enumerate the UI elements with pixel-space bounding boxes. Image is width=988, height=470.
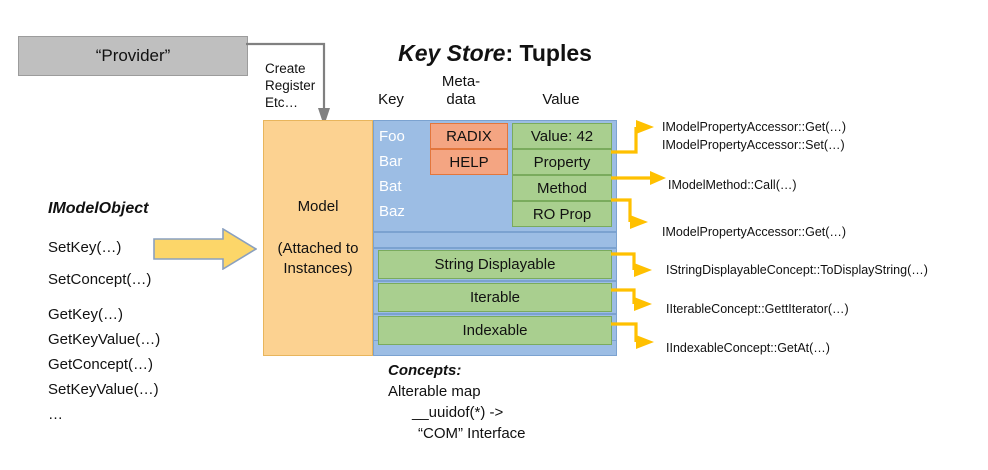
connector-line-create: Create	[265, 61, 306, 76]
column-header-metadata: Meta- data	[430, 73, 492, 109]
column-header-key: Key	[378, 91, 404, 108]
tuple-metadata-cell: HELP	[430, 149, 508, 175]
annotation-prop-set: IModelPropertyAccessor::Set(…)	[662, 138, 845, 152]
tuple-value-cell: Property	[512, 149, 612, 175]
concepts-header: Concepts:	[388, 362, 462, 379]
annotation-method-call: IModelMethod::Call(…)	[668, 178, 797, 192]
tuple-value-cell: Value: 42	[512, 123, 612, 149]
imodelobject-to-model-arrow	[153, 228, 257, 270]
provider-box: “Provider”	[18, 36, 248, 76]
annotation-connectors	[611, 120, 666, 349]
tuple-key: Baz	[379, 203, 405, 220]
imodelobject-title: IModelObject	[48, 200, 149, 217]
annotation-indexable: IIndexableConcept::GetAt(…)	[666, 341, 830, 355]
imodelobject-method: …	[48, 406, 63, 423]
column-header-metadata-line1: Meta-	[441, 73, 481, 90]
tuple-key: Bat	[379, 178, 402, 195]
tuple-key: Foo	[379, 128, 405, 145]
imodelobject-method: GetConcept(…)	[48, 356, 154, 373]
concepts-line-uuidof: __uuidof(*) ->	[412, 404, 504, 421]
connector-line-etc: Etc…	[265, 95, 299, 110]
imodelobject-method: GetKeyValue(…)	[48, 331, 161, 348]
imodelobject-method: GetKey(…)	[48, 306, 124, 323]
tuple-concept-row: String Displayable	[378, 250, 612, 279]
page-title-rest: : Tuples	[505, 40, 592, 66]
tuple-value-cell: Method	[512, 175, 612, 201]
imodelobject-method: SetKeyValue(…)	[48, 381, 159, 398]
model-box-sub-line2: Instances)	[283, 260, 353, 277]
provider-connector-label: Create Register Etc…	[265, 60, 345, 111]
column-header-value: Value	[542, 91, 580, 108]
tuple-concept-row: Iterable	[378, 283, 612, 312]
concepts-line-com-interface: “COM” Interface	[418, 425, 526, 442]
tuple-concept-row: Indexable	[378, 316, 612, 345]
annotation-prop-get: IModelPropertyAccessor::Get(…)	[662, 120, 847, 134]
tuple-table: Foo Bar Bat Baz RADIX HELP Value: 42 Pro…	[373, 120, 617, 356]
concepts-block: Concepts: Alterable map __uuidof(*) -> “…	[388, 360, 628, 444]
connector-line-register: Register	[265, 78, 316, 93]
imodelobject-method-list: SetKey(…) SetConcept(…) GetKey(…) GetKey…	[48, 232, 248, 427]
annotation-roprop-get: IModelPropertyAccessor::Get(…)	[662, 225, 847, 239]
tuple-blue-band	[373, 232, 617, 248]
imodelobject-method: SetConcept(…)	[48, 271, 152, 288]
annotation-iterable: IIterableConcept::GettIterator(…)	[666, 302, 849, 316]
model-box: Model (Attached to Instances)	[263, 120, 373, 356]
page-title: Key Store: Tuples	[330, 40, 660, 67]
tuple-key: Bar	[379, 153, 403, 170]
tuple-key-list: Foo Bar Bat Baz	[379, 124, 419, 224]
concepts-line-alterable-map: Alterable map	[388, 383, 481, 400]
model-box-title: Model	[297, 198, 339, 215]
imodelobject-method: SetKey(…)	[48, 239, 122, 256]
column-header-metadata-line2: data	[446, 91, 476, 108]
model-box-sub-line1: (Attached to	[277, 240, 359, 257]
provider-arrow-connector	[246, 42, 330, 126]
annotation-string-displayable: IStringDisplayableConcept::ToDisplayStri…	[666, 263, 928, 277]
page-title-emphasis: Key Store	[398, 40, 506, 66]
provider-label: “Provider”	[95, 46, 171, 65]
tuple-metadata-cell: RADIX	[430, 123, 508, 149]
tuple-value-cell: RO Prop	[512, 201, 612, 227]
